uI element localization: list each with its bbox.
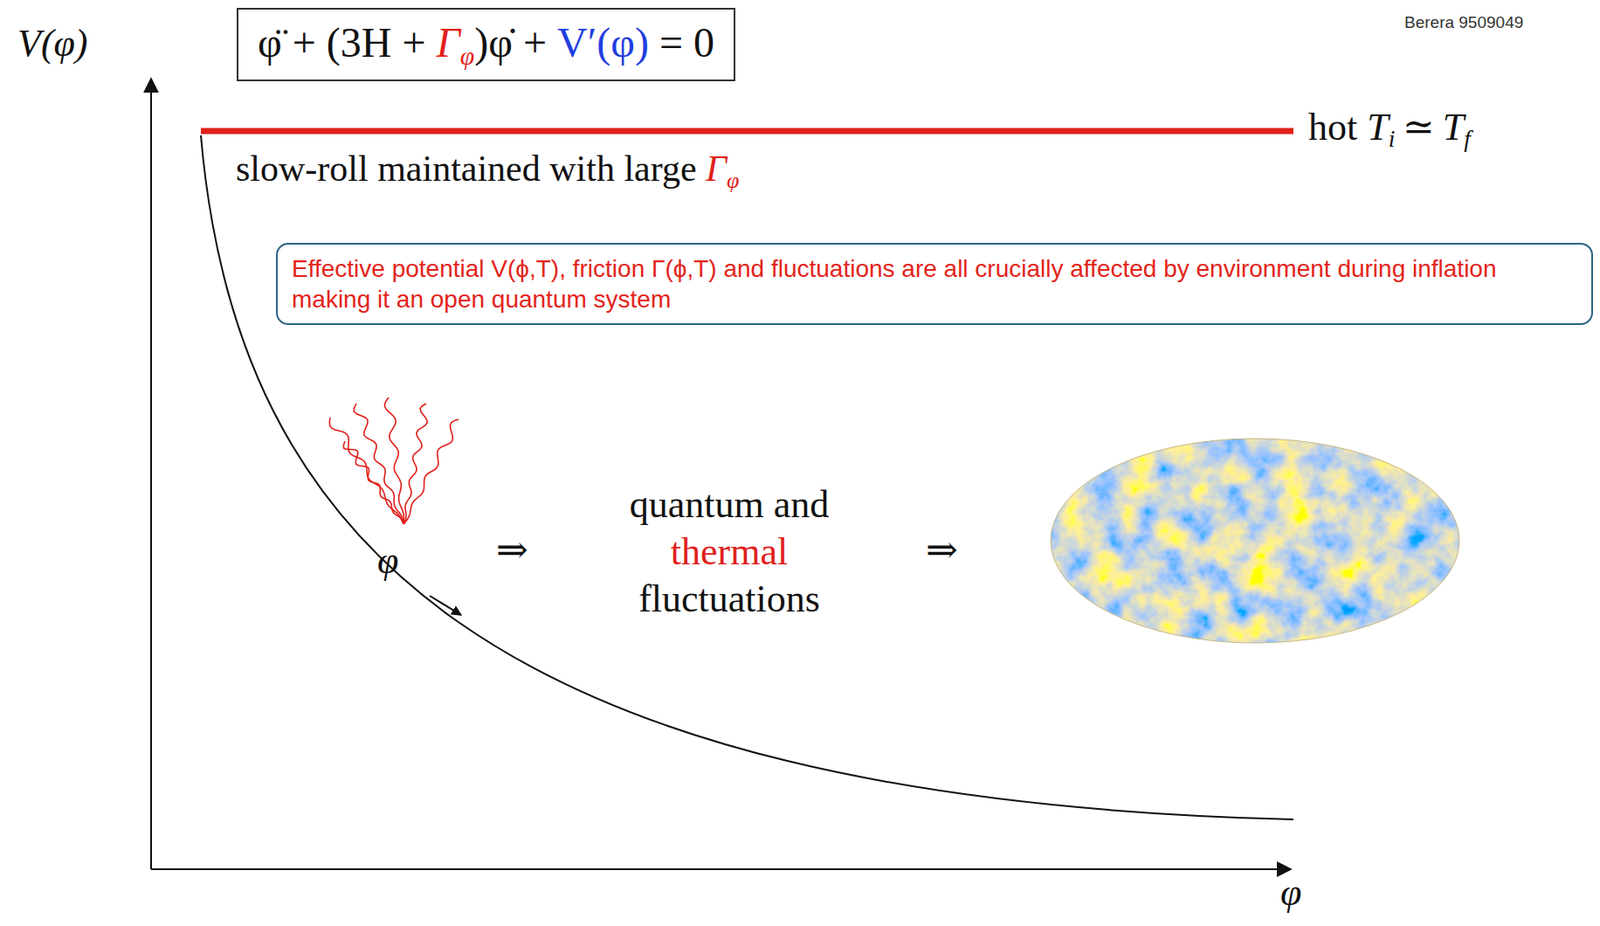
thermal-wiggles — [329, 397, 459, 525]
equation-box: φ̈ + (3H +Γφ)φ̇ +V′(φ)= 0 — [236, 7, 736, 82]
subscript: i — [1388, 125, 1396, 152]
axis-label: V(φ) — [17, 21, 89, 65]
axis-label: φ — [1280, 870, 1302, 914]
warm-inflation-line — [200, 128, 1294, 135]
wiggle-stroke — [403, 403, 428, 525]
cmb-outline — [1050, 438, 1460, 643]
field-label: φ — [377, 538, 399, 582]
callout-box: Effective potential V(ϕ,T), friction Γ(ϕ… — [275, 242, 1594, 325]
friction-symbol: Γ — [705, 148, 727, 189]
temperature-label: hot — [1308, 105, 1358, 149]
roll-arrow — [429, 595, 462, 615]
implies-arrow: ⇒ — [496, 528, 529, 572]
equation-term: Γ — [436, 19, 461, 66]
fluctuation-text: thermal — [670, 530, 788, 573]
equation-term: φ — [460, 41, 475, 70]
equation-term: φ̈ + (3H + — [257, 19, 427, 66]
wiggle-stroke — [384, 397, 404, 525]
y-axis — [150, 78, 152, 869]
equation-term: )φ̇ + — [474, 19, 547, 66]
subscript: φ — [726, 167, 739, 194]
fluctuation-text: quantum and — [629, 482, 830, 526]
citation: Berera 9509049 — [1404, 13, 1524, 32]
callout-text: Effective potential V(ϕ,T), friction Γ(ϕ… — [291, 253, 1578, 315]
subscript: f — [1463, 125, 1471, 152]
equation-term: V′(φ) — [557, 19, 649, 66]
equation-term: = 0 — [659, 19, 715, 66]
cmb-map — [1048, 436, 1463, 647]
implies-arrow: ⇒ — [925, 528, 959, 572]
wiggle-stroke — [329, 417, 404, 525]
x-axis — [151, 868, 1291, 870]
wiggle-stroke — [403, 419, 459, 525]
annotation: slow-roll maintained with large — [235, 148, 697, 189]
wiggle-stroke — [343, 441, 404, 525]
approx-sign: ≃ — [1402, 105, 1435, 149]
temperature-symbol: T — [1442, 105, 1464, 149]
fluctuation-text: fluctuations — [638, 577, 821, 621]
temperature-symbol: T — [1366, 105, 1388, 149]
